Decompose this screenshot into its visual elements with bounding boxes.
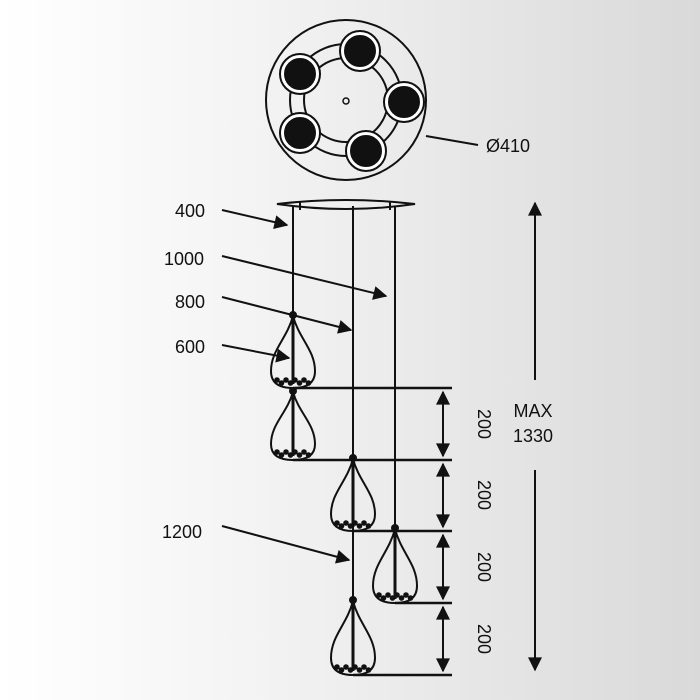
pendant-5 xyxy=(329,596,377,677)
canopy-outline xyxy=(265,19,427,181)
leader-800 xyxy=(221,296,353,334)
leader-400 xyxy=(221,209,289,229)
pendant-3 xyxy=(329,454,377,533)
lamp-top-4 xyxy=(279,112,321,154)
pendant-4 xyxy=(371,524,419,605)
spacing-label-2: 200 xyxy=(474,480,494,510)
pendant-2 xyxy=(269,387,317,462)
max-value: 1330 xyxy=(513,426,553,446)
drop-label-400: 400 xyxy=(175,201,205,221)
drop-label-600: 600 xyxy=(175,337,205,357)
leader-600 xyxy=(221,344,291,363)
lamp-top-2 xyxy=(279,53,321,95)
leader-1200 xyxy=(221,525,351,564)
spacing-label-1: 200 xyxy=(474,409,494,439)
pendant-1 xyxy=(269,311,317,390)
max-label: MAX xyxy=(513,401,552,421)
canopy-side xyxy=(276,199,416,210)
top-view xyxy=(265,19,427,181)
center-hole xyxy=(342,97,350,105)
spacing-label-4: 200 xyxy=(474,624,494,654)
diameter-label: Ø410 xyxy=(486,136,530,156)
drop-label-1200: 1200 xyxy=(162,522,202,542)
diameter-leader xyxy=(425,135,479,146)
lamp-top-5 xyxy=(345,130,387,172)
leader-1000 xyxy=(221,255,388,300)
drop-label-800: 800 xyxy=(175,292,205,312)
wires xyxy=(292,206,396,597)
lamp-top-1 xyxy=(339,30,381,72)
dimension-lines xyxy=(293,386,452,677)
lamp-top-3 xyxy=(383,81,425,123)
spacing-label-3: 200 xyxy=(474,552,494,582)
drop-label-1000: 1000 xyxy=(164,249,204,269)
